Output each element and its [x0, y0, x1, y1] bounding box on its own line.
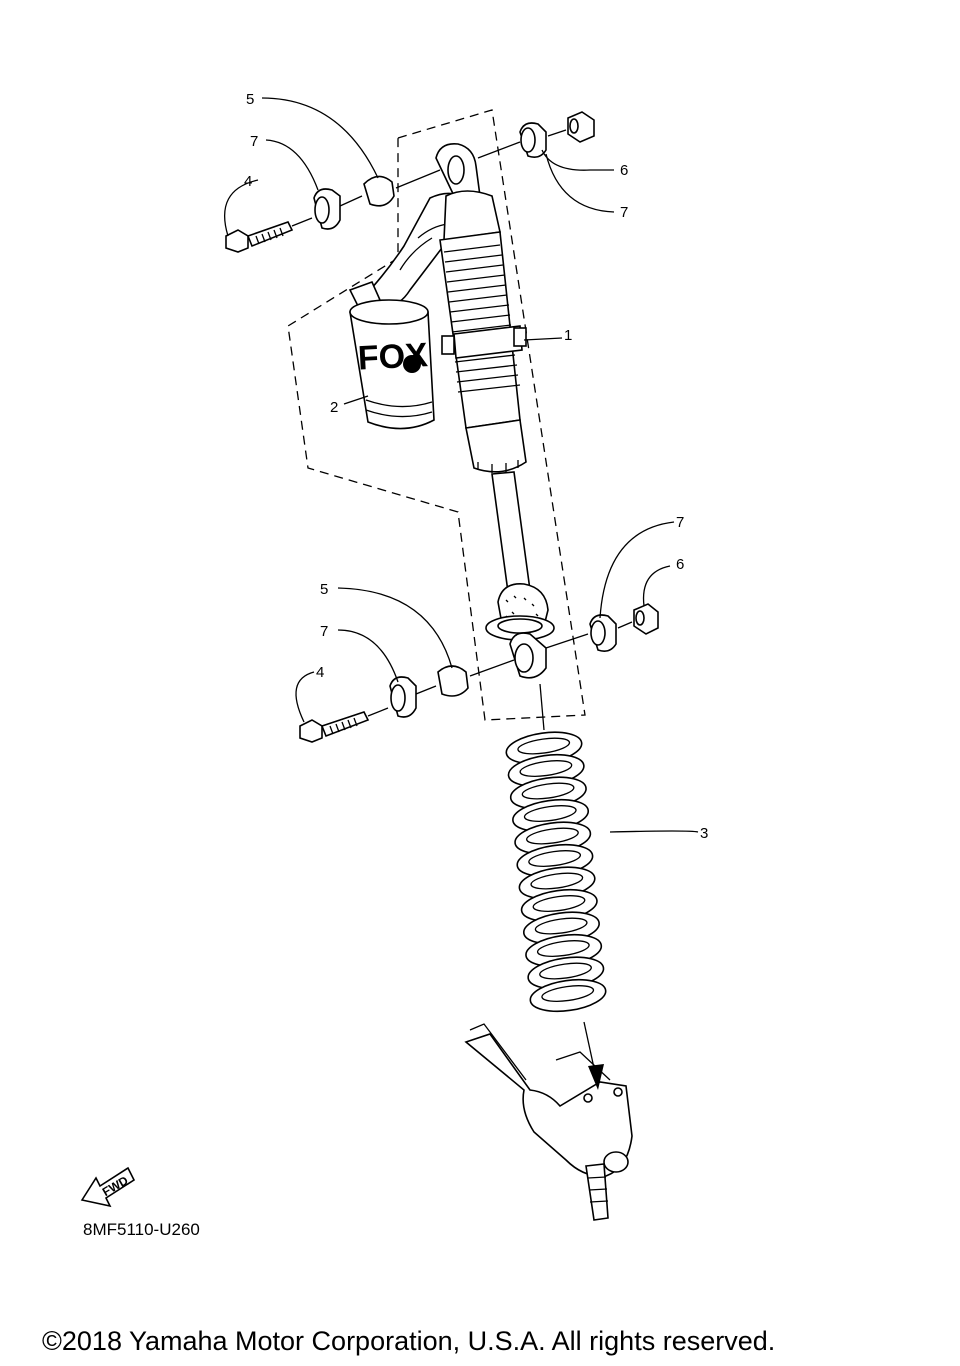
bottom-bolt	[299, 711, 370, 743]
label-part-7-top-right: 7	[620, 204, 628, 221]
spring-coil	[529, 978, 607, 1013]
diagram-code: 8MF5110-U260	[83, 1220, 200, 1239]
label-part-7-top-left: 7	[250, 133, 258, 150]
label-part-6-top: 6	[620, 162, 628, 179]
top-spherical-bushing	[363, 175, 395, 207]
shock-top-eye	[435, 142, 481, 204]
label-part-3: 3	[700, 825, 708, 842]
label-part-2: 2	[330, 399, 338, 416]
label-part-5-top: 5	[246, 91, 254, 108]
bottom-spherical-bushing	[437, 665, 469, 697]
copyright-notice: ©2018 Yamaha Motor Corporation, U.S.A. A…	[42, 1326, 775, 1356]
label-part-6-bottom: 6	[676, 556, 684, 573]
label-part-5-bottom: 5	[320, 581, 328, 598]
top-left-collar	[313, 188, 341, 230]
label-part-7-bottom-left: 7	[320, 623, 328, 640]
mounting-direction-arrow	[588, 1064, 604, 1090]
label-part-4-bottom: 4	[316, 664, 324, 681]
reservoir-canister: FOX	[348, 280, 435, 430]
shock-shaft	[491, 471, 531, 593]
bottom-right-collar	[589, 614, 617, 652]
top-bolt	[225, 221, 294, 253]
shock-bottom-eye	[509, 632, 547, 679]
top-right-collar	[519, 122, 547, 158]
assembly-boundary-dashed	[287, 109, 586, 721]
label-part-7-bottom-right: 7	[676, 514, 684, 531]
label-part-1: 1	[564, 327, 572, 344]
reservoir-logo: FOX	[357, 336, 429, 378]
bottom-left-collar	[389, 676, 417, 718]
coil-spring	[505, 731, 607, 1013]
label-part-4-top: 4	[244, 173, 252, 190]
shock-body	[439, 190, 527, 473]
lower-a-arm	[464, 1023, 633, 1221]
top-flange-nut	[567, 111, 595, 143]
bottom-flange-nut	[633, 603, 659, 635]
forward-arrow-icon: FWD	[80, 1166, 136, 1208]
